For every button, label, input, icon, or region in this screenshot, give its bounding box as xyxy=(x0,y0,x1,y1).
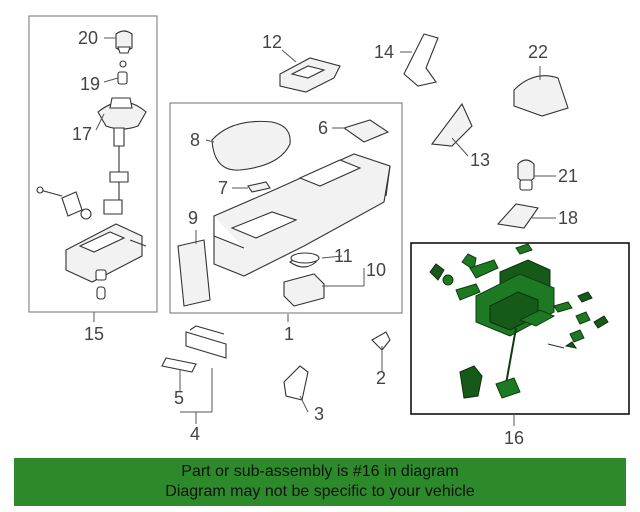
callout-17: 17 xyxy=(72,124,92,144)
callout-16: 16 xyxy=(504,428,524,448)
group-frame-15 xyxy=(28,15,158,313)
callout-1: 1 xyxy=(284,324,294,344)
console-body-part-1[interactable] xyxy=(213,153,391,277)
trim-part-14[interactable] xyxy=(403,33,439,87)
callout-5: 5 xyxy=(174,388,184,408)
banner-line-1: Part or sub-assembly is #16 in diagram xyxy=(181,463,459,480)
boot-part-17[interactable] xyxy=(97,97,147,130)
callout-22: 22 xyxy=(528,42,548,62)
clip-part-2[interactable] xyxy=(371,331,391,351)
callout-8: 8 xyxy=(190,130,200,150)
cover-part-12[interactable] xyxy=(279,57,341,93)
bracket-part-3[interactable] xyxy=(283,365,309,401)
shifter-assembly-part-16[interactable] xyxy=(429,243,609,399)
callout-7: 7 xyxy=(218,178,228,198)
bracket-part-4[interactable] xyxy=(185,325,227,359)
armrest-lid-part-8[interactable] xyxy=(211,120,291,171)
ring-part-11[interactable] xyxy=(290,252,320,264)
cup-holder-part-10[interactable] xyxy=(283,256,325,307)
callout-12: 12 xyxy=(262,32,282,52)
callout-10: 10 xyxy=(366,260,386,280)
callout-14: 14 xyxy=(374,42,394,62)
callout-2: 2 xyxy=(376,368,386,388)
callout-4: 4 xyxy=(190,424,200,444)
shift-knob-part-20[interactable] xyxy=(115,30,133,54)
pin-part-19[interactable] xyxy=(117,60,128,85)
bracket-part-5[interactable] xyxy=(161,357,197,373)
cover-part-18[interactable] xyxy=(496,203,539,229)
callout-13: 13 xyxy=(470,150,490,170)
callout-6: 6 xyxy=(318,118,328,138)
panel-part-9[interactable] xyxy=(177,239,211,307)
callout-9: 9 xyxy=(188,208,198,228)
group-frame-16 xyxy=(410,242,630,415)
group-frame-1 xyxy=(169,102,403,314)
callout-18: 18 xyxy=(558,208,578,228)
trim-part-6[interactable] xyxy=(342,119,390,143)
trim-part-13[interactable] xyxy=(430,102,473,147)
callout-21: 21 xyxy=(558,166,578,186)
callout-11: 11 xyxy=(334,246,353,266)
assembly-info-banner: Part or sub-assembly is #16 in diagram D… xyxy=(14,458,626,506)
callout-19: 19 xyxy=(80,74,100,94)
clip-part-7[interactable] xyxy=(247,181,271,193)
callout-20: 20 xyxy=(78,28,98,48)
parts-diagram: 20 19 17 15 8 6 7 9 11 10 1 12 14 22 13 … xyxy=(28,15,630,448)
bracket-part-22[interactable] xyxy=(513,75,569,117)
callout-15: 15 xyxy=(84,324,104,344)
shift-lever-assembly xyxy=(36,127,147,300)
banner-line-2: Diagram may not be specific to your vehi… xyxy=(165,483,475,500)
leader-lines xyxy=(93,37,556,426)
callout-3: 3 xyxy=(314,404,324,424)
knob-part-21[interactable] xyxy=(517,159,535,191)
